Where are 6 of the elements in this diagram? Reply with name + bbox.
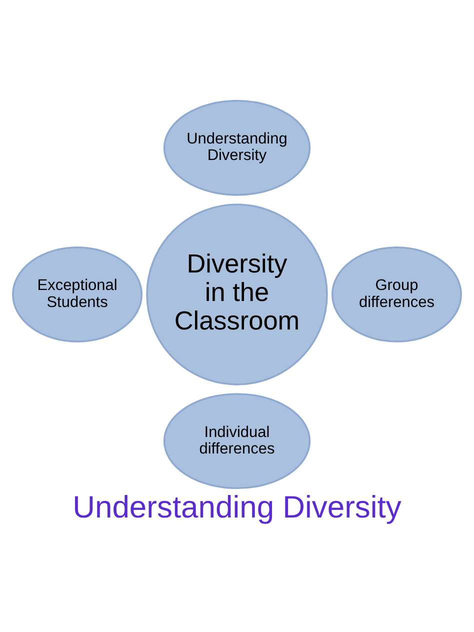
node-ellipse: Exceptional Students [12, 246, 143, 342]
caption: Understanding Diversity [72, 489, 402, 524]
node-ellipse: Understanding Diversity [163, 99, 311, 196]
node-ellipse: Group differences [331, 246, 462, 342]
node-ellipse: Individual differences [163, 392, 311, 489]
node-circle: Diversity in the Classroom [146, 203, 328, 385]
